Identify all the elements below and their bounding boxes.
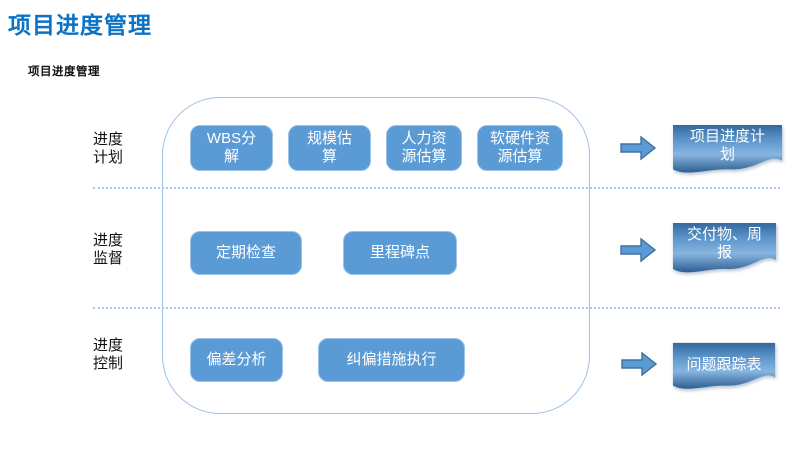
process-box-label: 人力资源估算 bbox=[401, 130, 447, 165]
process-box-label: WBS分解 bbox=[206, 130, 257, 165]
process-box-deviation-analysis: 偏差分析 bbox=[190, 338, 283, 382]
process-box-milestone: 里程碑点 bbox=[343, 231, 457, 275]
output-doc-schedule-plan: 项目进度计划 bbox=[672, 124, 783, 178]
row-divider-2 bbox=[93, 307, 780, 309]
wave-document-shape bbox=[672, 223, 777, 273]
output-doc-label: 项目进度计划 bbox=[689, 128, 765, 163]
process-box-hw-sw-estimate: 软硬件资源估算 bbox=[477, 125, 563, 171]
process-box-label: 里程碑点 bbox=[369, 244, 430, 261]
arrow-right-icon bbox=[621, 351, 658, 377]
process-box-corrective-action: 纠偏措施执行 bbox=[318, 338, 465, 382]
wave-document-shape bbox=[673, 124, 782, 173]
row-divider-1 bbox=[93, 187, 780, 189]
process-box-label: 偏差分析 bbox=[206, 351, 267, 368]
output-doc-label: 交付物、周报 bbox=[686, 226, 762, 261]
process-box-label: 软硬件资源估算 bbox=[489, 130, 550, 165]
process-box-label: 纠偏措施执行 bbox=[346, 351, 437, 368]
arrow-right-icon bbox=[620, 237, 657, 263]
row-label-monitor: 进度监督 bbox=[93, 232, 124, 267]
page-title: 项目进度管理 bbox=[8, 12, 152, 38]
diagram-subtitle: 项目进度管理 bbox=[28, 66, 100, 78]
process-box-scale-estimate: 规模估算 bbox=[288, 125, 371, 171]
output-doc-label: 问题跟踪表 bbox=[686, 356, 762, 373]
process-box-label: 定期检查 bbox=[215, 244, 276, 261]
arrow-right-icon bbox=[620, 135, 657, 161]
output-doc-deliverables-weekly: 交付物、周报 bbox=[672, 222, 777, 278]
output-doc-issue-tracking: 问题跟踪表 bbox=[672, 342, 776, 394]
process-group-outline bbox=[162, 97, 590, 414]
process-box-wbs: WBS分解 bbox=[190, 125, 273, 171]
process-box-periodic-check: 定期检查 bbox=[190, 231, 302, 275]
process-box-label: 规模估算 bbox=[306, 130, 352, 165]
row-label-control: 进度控制 bbox=[93, 337, 124, 372]
row-label-plan: 进度计划 bbox=[93, 131, 124, 166]
wave-document-shape bbox=[672, 342, 776, 389]
process-box-hr-estimate: 人力资源估算 bbox=[386, 125, 462, 171]
